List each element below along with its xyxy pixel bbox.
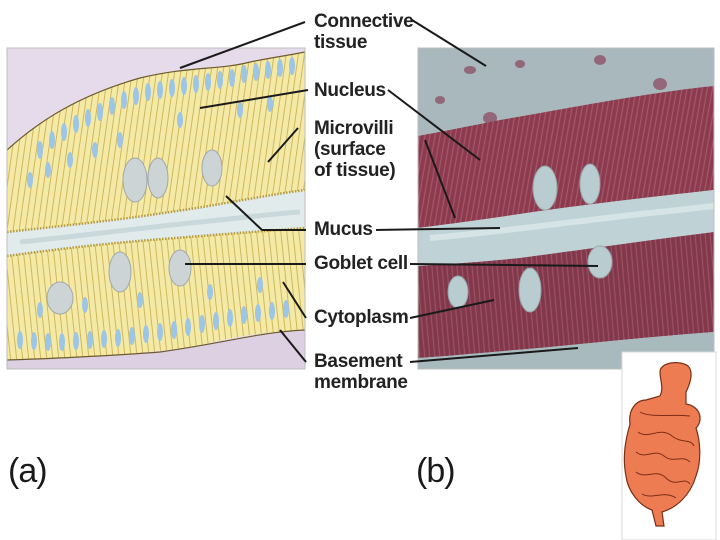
- label-connective-tissue: Connective tissue: [314, 11, 414, 53]
- label-mucus: Mucus: [314, 219, 373, 240]
- label-microvilli: Microvilli (surface of tissue): [314, 118, 396, 181]
- panel-b-micrograph: [418, 48, 714, 369]
- panel-a-illustration: [7, 48, 305, 369]
- panel-label-a: (a): [8, 452, 48, 490]
- label-goblet-cell: Goblet cell: [314, 253, 408, 274]
- intestine-illustration: [621, 351, 717, 540]
- leader-lines: [179, 19, 599, 363]
- label-nucleus: Nucleus: [314, 80, 386, 101]
- label-cytoplasm: Cytoplasm: [314, 307, 409, 328]
- panel-label-b: (b): [416, 452, 456, 490]
- label-basement-membrane: Basement membrane: [314, 351, 408, 393]
